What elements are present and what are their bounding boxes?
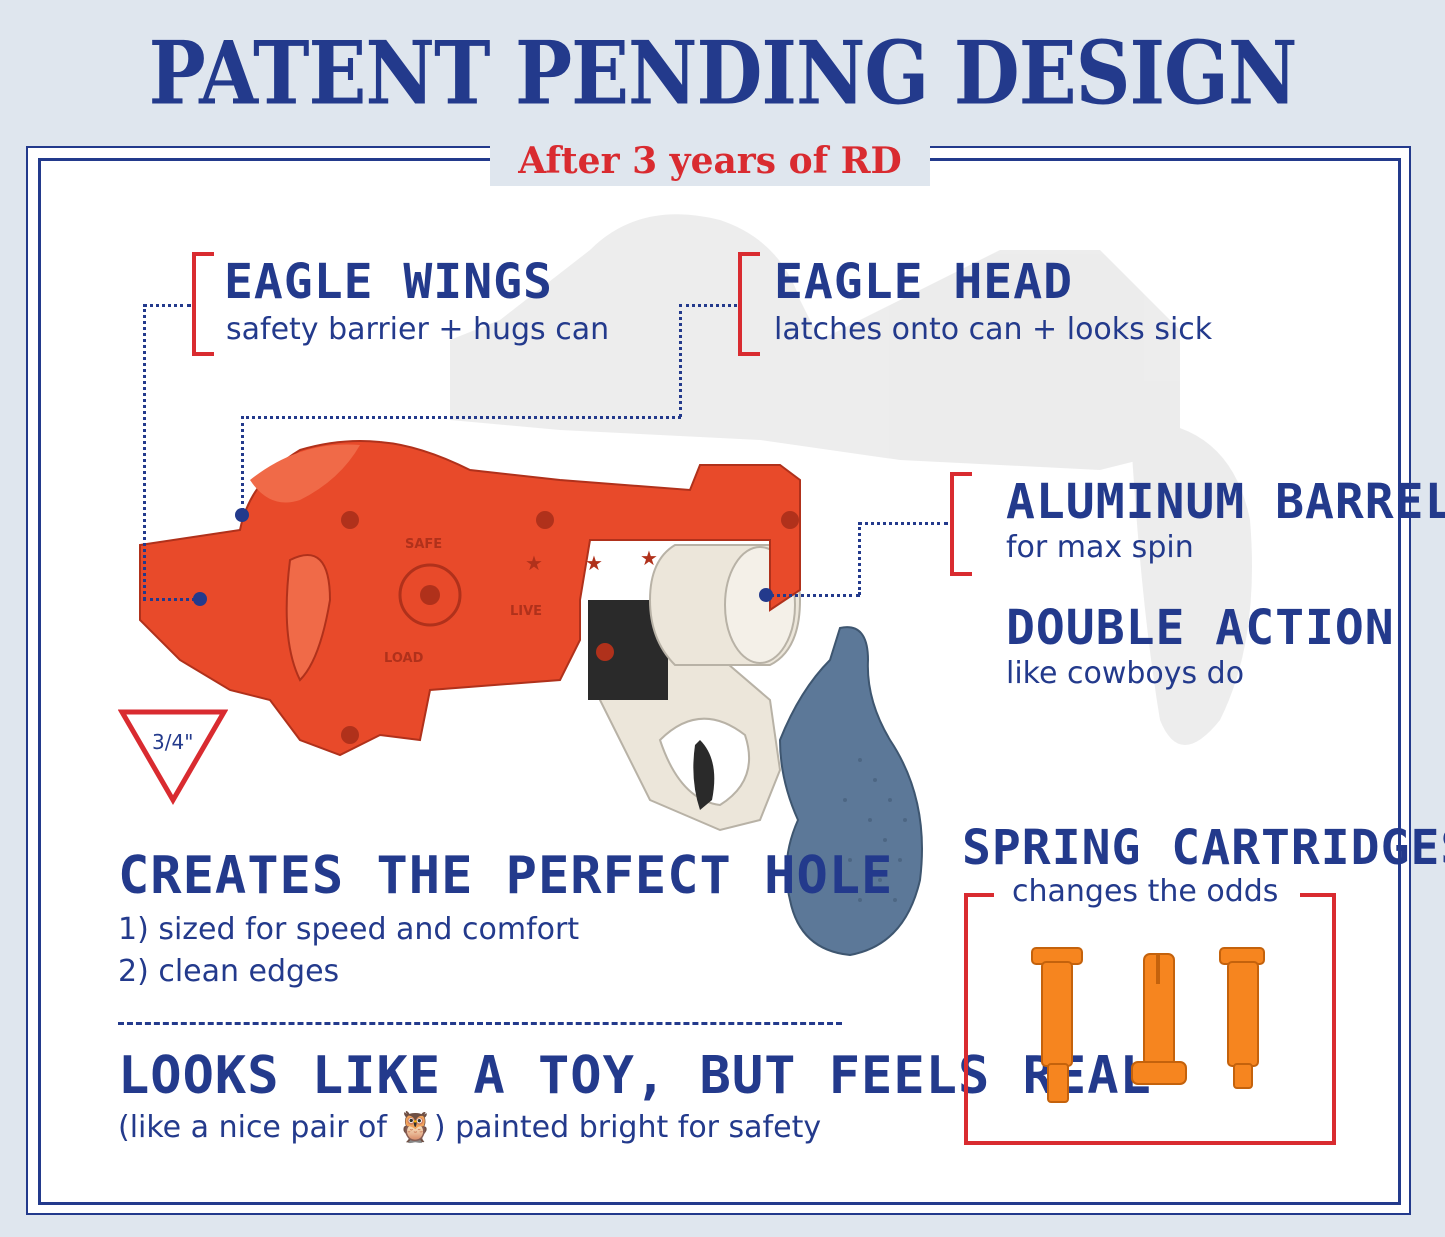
eagle-wings-leader xyxy=(143,304,146,600)
spring-cartridges-box-top xyxy=(964,893,994,897)
owl-icon: 🦉 xyxy=(397,1110,434,1145)
perfect-hole-line1: 1) sized for speed and comfort xyxy=(118,912,579,947)
eagle-head-leader xyxy=(679,304,682,417)
size-marker-label: 3/4" xyxy=(152,730,193,754)
barrel-heading: ALUMINUM BARREL xyxy=(1006,474,1445,530)
eagle-head-heading: EAGLE HEAD xyxy=(774,254,1073,310)
cartridge-1 xyxy=(1032,948,1082,1102)
looks-toy-desc: (like a nice pair of 🦉) painted bright f… xyxy=(118,1110,821,1145)
size-marker-icon xyxy=(118,708,228,808)
looks-toy-desc-end: ) painted bright for safety xyxy=(434,1110,821,1145)
double-action-heading: DOUBLE ACTION xyxy=(1006,600,1395,656)
eagle-wings-leader xyxy=(143,598,195,601)
eagle-head-leader xyxy=(679,304,737,307)
perfect-hole-heading: CREATES THE PERFECT HOLE xyxy=(118,846,893,906)
cartridge-2 xyxy=(1132,954,1186,1084)
looks-toy-desc-start: (like a nice pair of xyxy=(118,1110,397,1145)
eagle-wings-pin xyxy=(193,592,207,606)
spring-cartridges-box-top xyxy=(1300,893,1332,897)
cartridge-3 xyxy=(1220,948,1264,1088)
gun-label-load: LOAD xyxy=(384,651,424,666)
spring-cartridges-desc: changes the odds xyxy=(1012,874,1278,909)
gun-label-live: LIVE xyxy=(510,604,542,619)
double-action-desc: like cowboys do xyxy=(1006,656,1244,691)
eagle-wings-bracket xyxy=(192,252,214,356)
svg-text:★: ★ xyxy=(525,551,543,575)
perfect-hole-line2: 2) clean edges xyxy=(118,954,339,989)
eagle-head-leader xyxy=(241,416,681,419)
eagle-head-bracket xyxy=(738,252,760,356)
spring-cartridges-heading: SPRING CARTRIDGES xyxy=(962,820,1445,876)
barrel-desc: for max spin xyxy=(1006,530,1194,565)
spring-cartridges-illustration xyxy=(1020,944,1320,1114)
eagle-head-pin xyxy=(235,508,249,522)
eagle-head-desc: latches onto can + looks sick xyxy=(774,312,1212,347)
barrel-pin xyxy=(759,588,773,602)
eagle-wings-desc: safety barrier + hugs can xyxy=(226,312,609,347)
eagle-head-leader xyxy=(241,416,244,511)
svg-text:★: ★ xyxy=(640,546,658,570)
barrel-bracket xyxy=(950,472,972,576)
svg-text:★: ★ xyxy=(585,551,603,575)
barrel-leader xyxy=(770,594,860,597)
gun-label-safe: SAFE xyxy=(405,537,442,552)
barrel-leader xyxy=(858,522,948,525)
barrel-leader xyxy=(858,522,861,595)
eagle-wings-heading: EAGLE WINGS xyxy=(224,254,553,310)
eagle-wings-leader xyxy=(143,304,191,307)
section-divider xyxy=(118,1022,842,1025)
